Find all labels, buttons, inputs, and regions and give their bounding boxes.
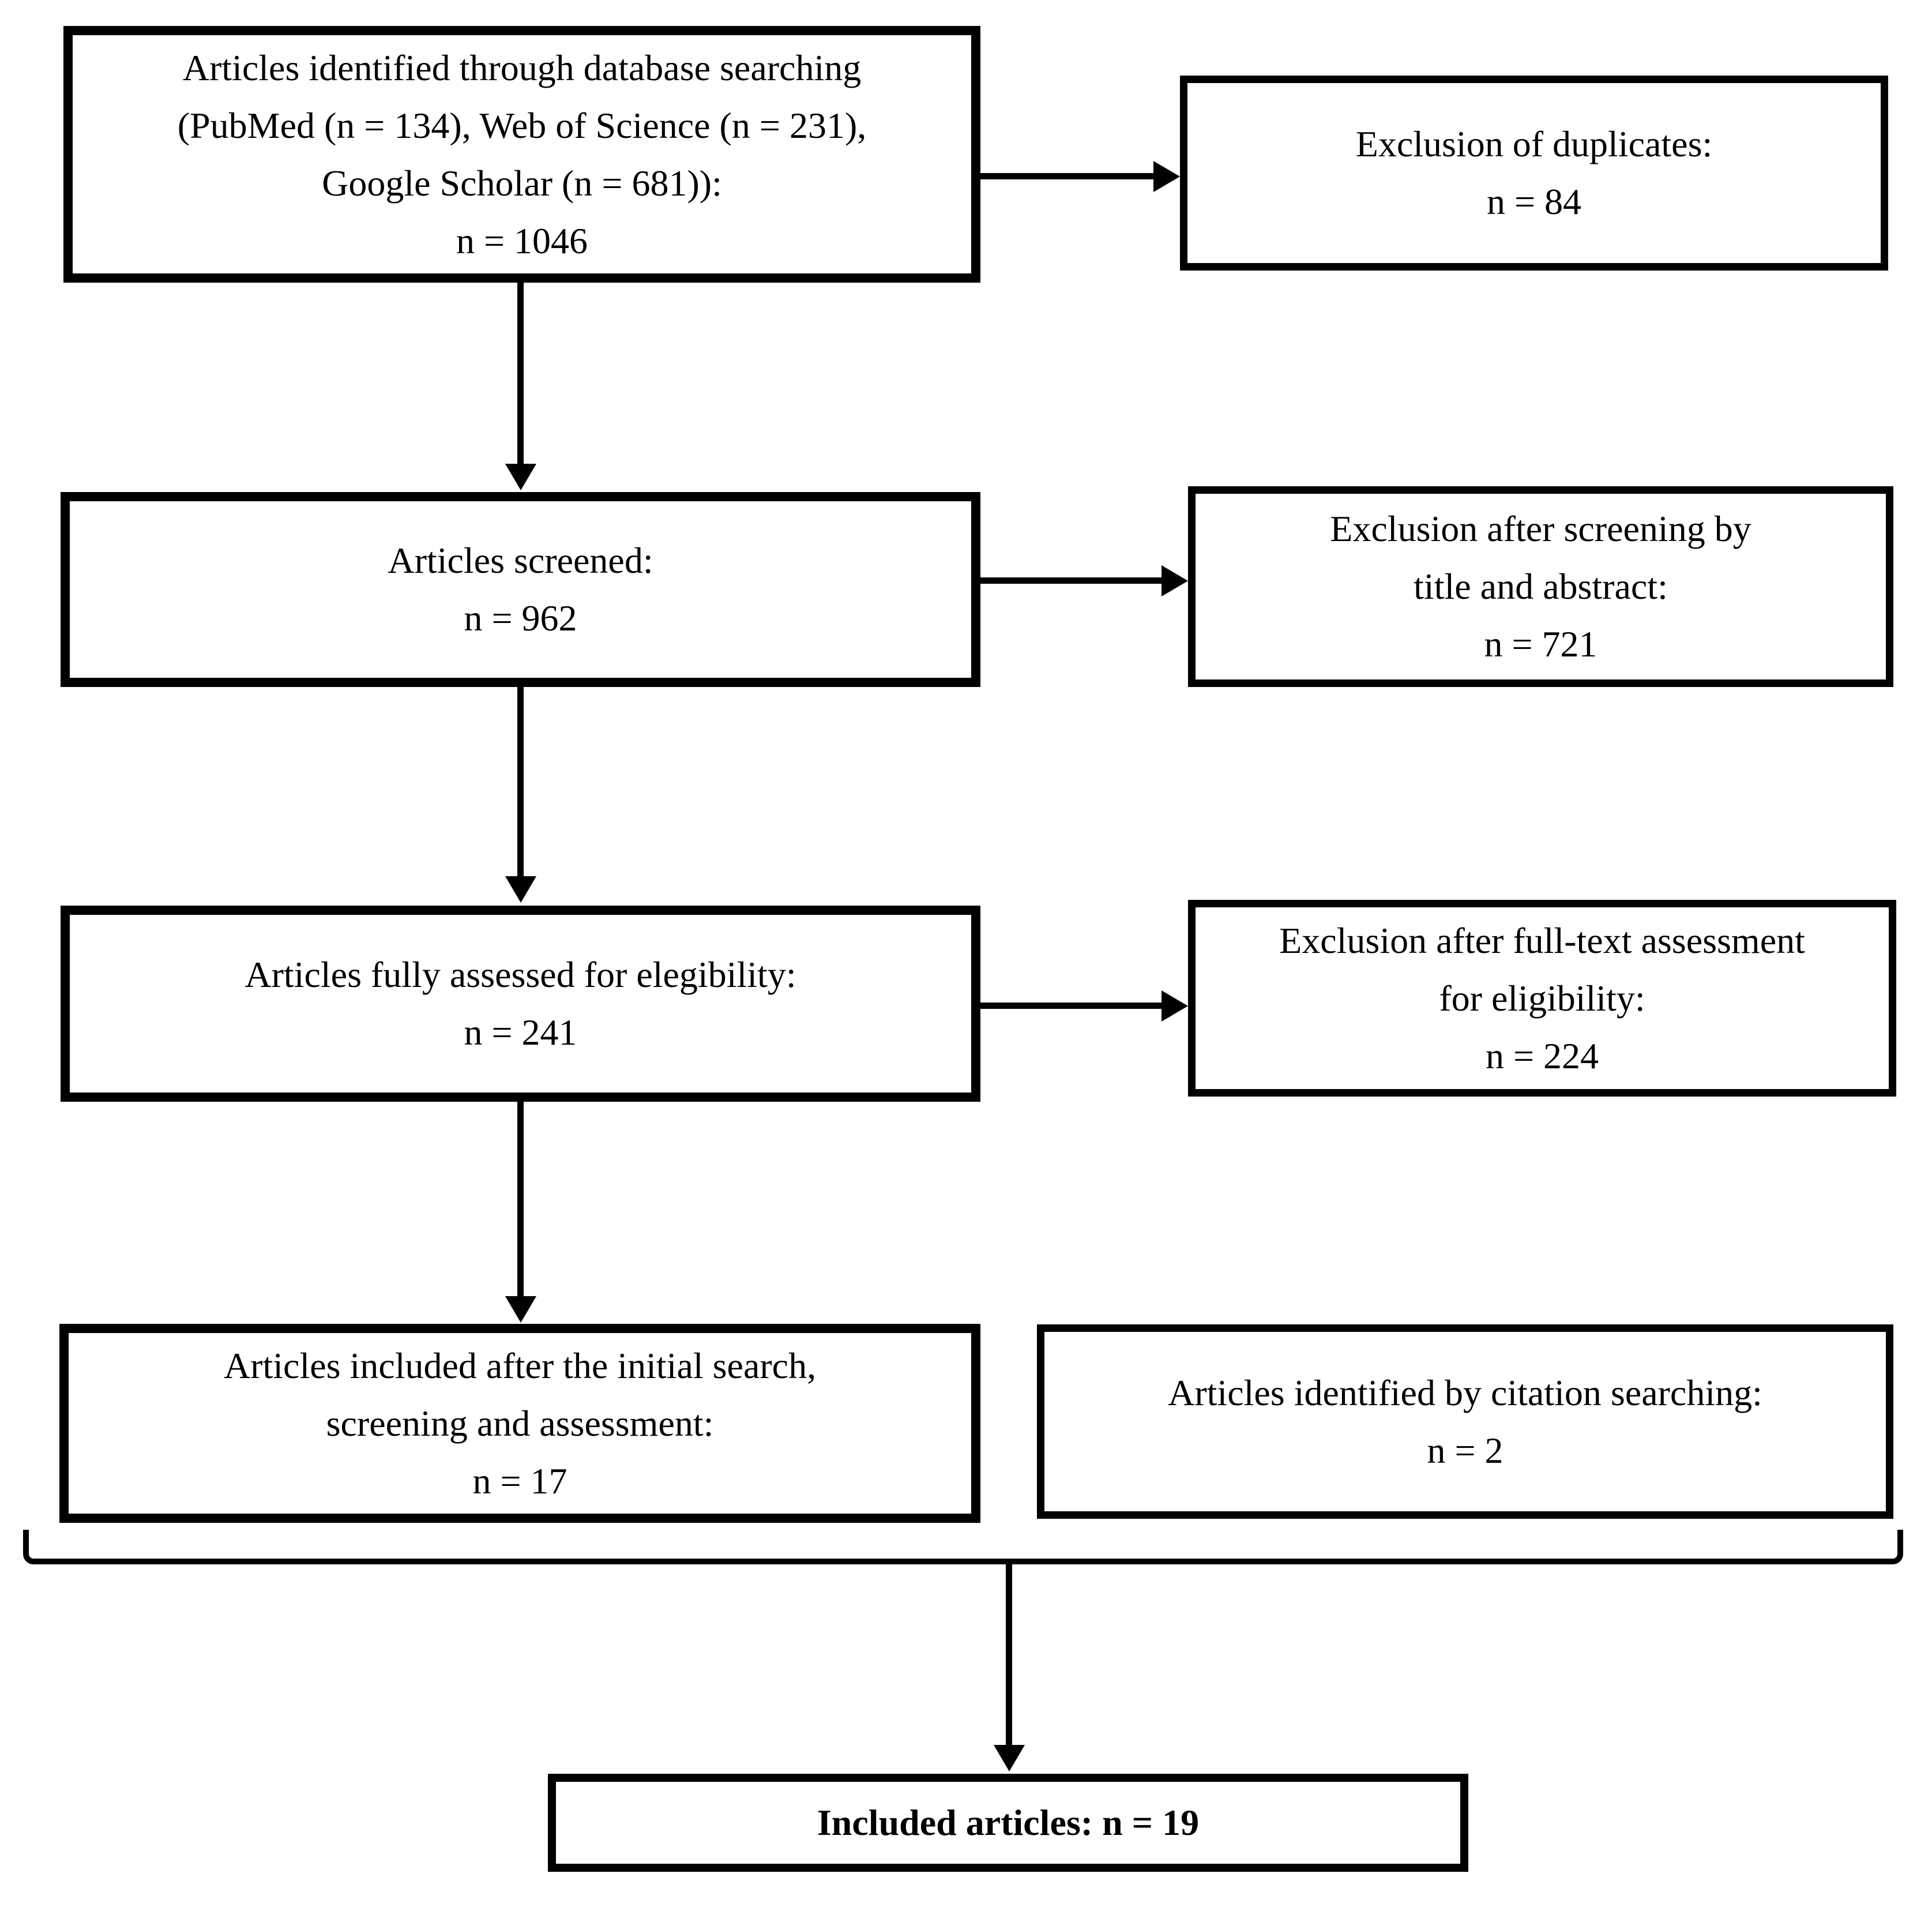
box-included-final: Included articles: n = 19 (548, 1774, 1468, 1872)
box-included-final-line-1: Included articles: n = 19 (817, 1802, 1200, 1843)
arrow-screened-to-fulltext-assessed (517, 687, 524, 876)
box-citation-searching-line-1: Articles identified by citation searchin… (1168, 1372, 1762, 1413)
box-identification-line-1: Articles identified through database sea… (182, 47, 862, 88)
box-duplicates-excluded: Exclusion of duplicates: n = 84 (1180, 76, 1888, 271)
box-included-initial-line-2: screening and assessment: (326, 1402, 714, 1444)
box-included-initial-line-3: n = 17 (472, 1460, 567, 1501)
box-fulltext-exclusion: Exclusion after full-text assessment for… (1188, 900, 1896, 1097)
box-screening-exclusion: Exclusion after screening by title and a… (1188, 486, 1893, 687)
box-citation-searching: Articles identified by citation searchin… (1037, 1324, 1893, 1519)
box-fulltext-exclusion-line-3: n = 224 (1485, 1035, 1599, 1076)
box-screening-exclusion-line-3: n = 721 (1484, 624, 1598, 665)
box-fulltext-exclusion-line-1: Exclusion after full-text assessment (1279, 919, 1805, 961)
box-screened-line-2: n = 962 (464, 598, 577, 639)
arrow-identification-to-duplicates (980, 173, 1153, 179)
arrow-merge-to-included-final (1006, 1564, 1012, 1745)
arrow-identification-to-screened (517, 283, 524, 464)
box-screened: Articles screened: n = 962 (61, 492, 980, 687)
box-fulltext-assessed: Articles fully assessed for elegibility:… (61, 906, 980, 1102)
box-duplicates-line-2: n = 84 (1486, 181, 1582, 222)
box-citation-searching-line-2: n = 2 (1427, 1429, 1503, 1471)
arrow-fulltext-assessed-to-included-initial (517, 1102, 524, 1296)
box-screening-exclusion-line-1: Exclusion after screening by (1330, 508, 1751, 549)
arrow-fulltext-assessed-to-fulltext-exclusion (980, 1003, 1162, 1009)
box-screening-exclusion-line-2: title and abstract: (1414, 566, 1668, 607)
box-included-initial: Articles included after the initial sear… (59, 1324, 980, 1523)
box-duplicates-line-1: Exclusion of duplicates: (1355, 123, 1713, 164)
box-identification-line-2: (PubMed (n = 134), Web of Science (n = 2… (177, 104, 867, 146)
box-included-initial-line-1: Articles included after the initial sear… (223, 1345, 817, 1386)
box-identification: Articles identified through database sea… (63, 26, 980, 283)
box-screened-line-1: Articles screened: (388, 540, 653, 581)
box-identification-line-3: Google Scholar (n = 681)): (322, 162, 722, 204)
box-identification-line-4: n = 1046 (456, 220, 588, 261)
box-fulltext-exclusion-line-2: for eligibility: (1439, 977, 1645, 1019)
bracket-merge-connector (23, 1530, 1903, 1564)
box-fulltext-assessed-line-1: Articles fully assessed for elegibility: (245, 954, 796, 995)
arrow-screened-to-screening-exclusion (980, 577, 1162, 584)
box-fulltext-assessed-line-2: n = 241 (464, 1012, 577, 1053)
